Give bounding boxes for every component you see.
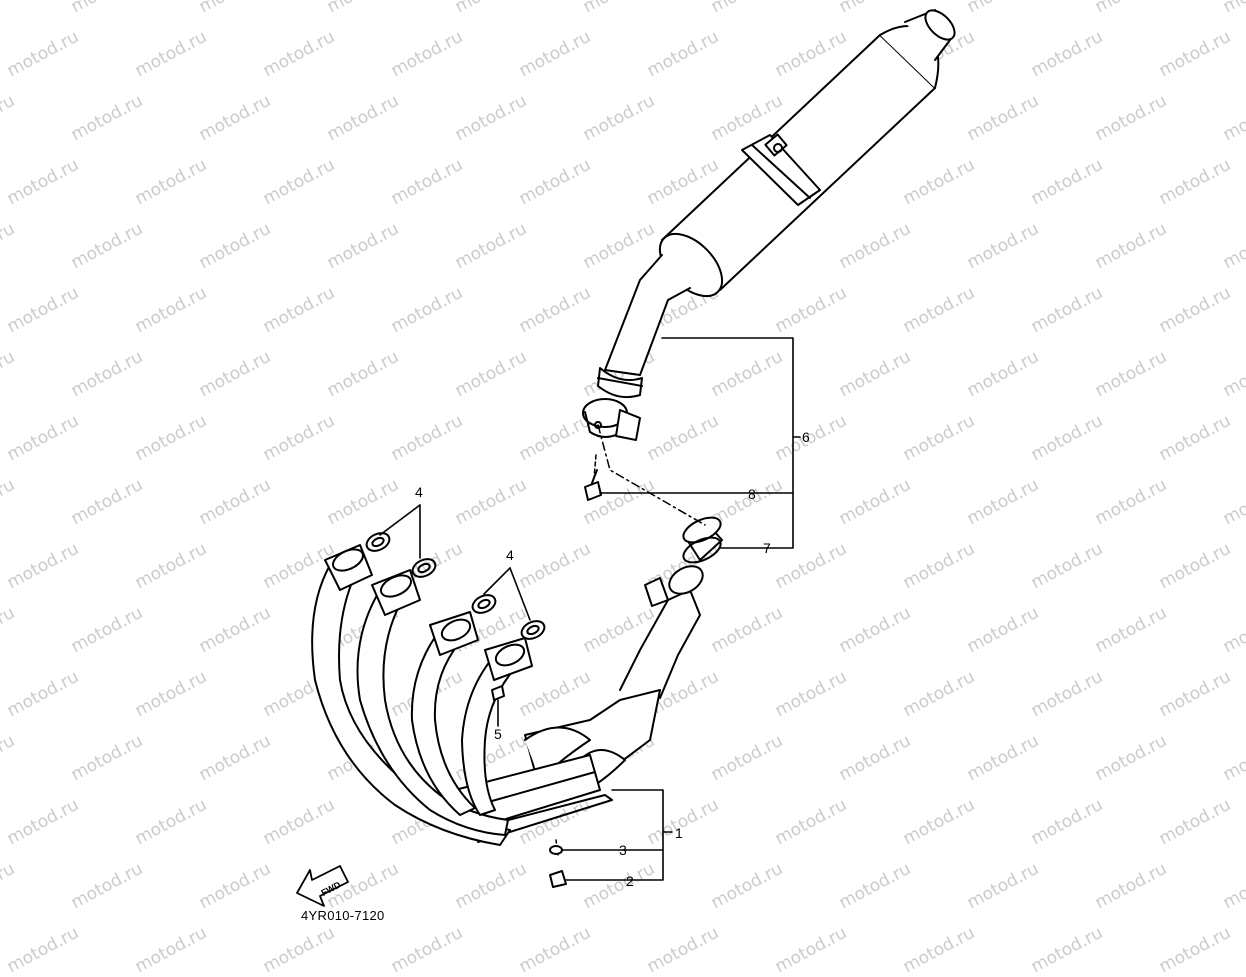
muffler: [582, 9, 956, 441]
exhaust-header-assembly: [311, 544, 704, 888]
muffler-gasket: [682, 516, 723, 564]
callout-7: 7: [763, 540, 771, 556]
callout-2: 2: [626, 873, 634, 889]
clamp-bolt: [584, 469, 602, 501]
assembly-centerline: [597, 424, 706, 526]
callout-8: 8: [748, 486, 756, 502]
exhaust-parts-diagram: FWD: [296, 9, 956, 907]
callout-4-right: 4: [506, 547, 514, 563]
callout-3: 3: [619, 842, 627, 858]
callout-1: 1: [675, 825, 683, 841]
callout-5: 5: [494, 726, 502, 742]
forward-direction-arrow: FWD: [296, 865, 349, 907]
nut: [549, 870, 567, 888]
washer: [549, 845, 563, 855]
callout-6: 6: [802, 429, 810, 445]
stud-bolt: [491, 685, 505, 701]
callout-4-left: 4: [415, 484, 423, 500]
exhaust-gaskets: [365, 532, 546, 640]
drawing-code: 4YR010-7120: [301, 908, 385, 923]
leader-lines: [379, 337, 801, 881]
